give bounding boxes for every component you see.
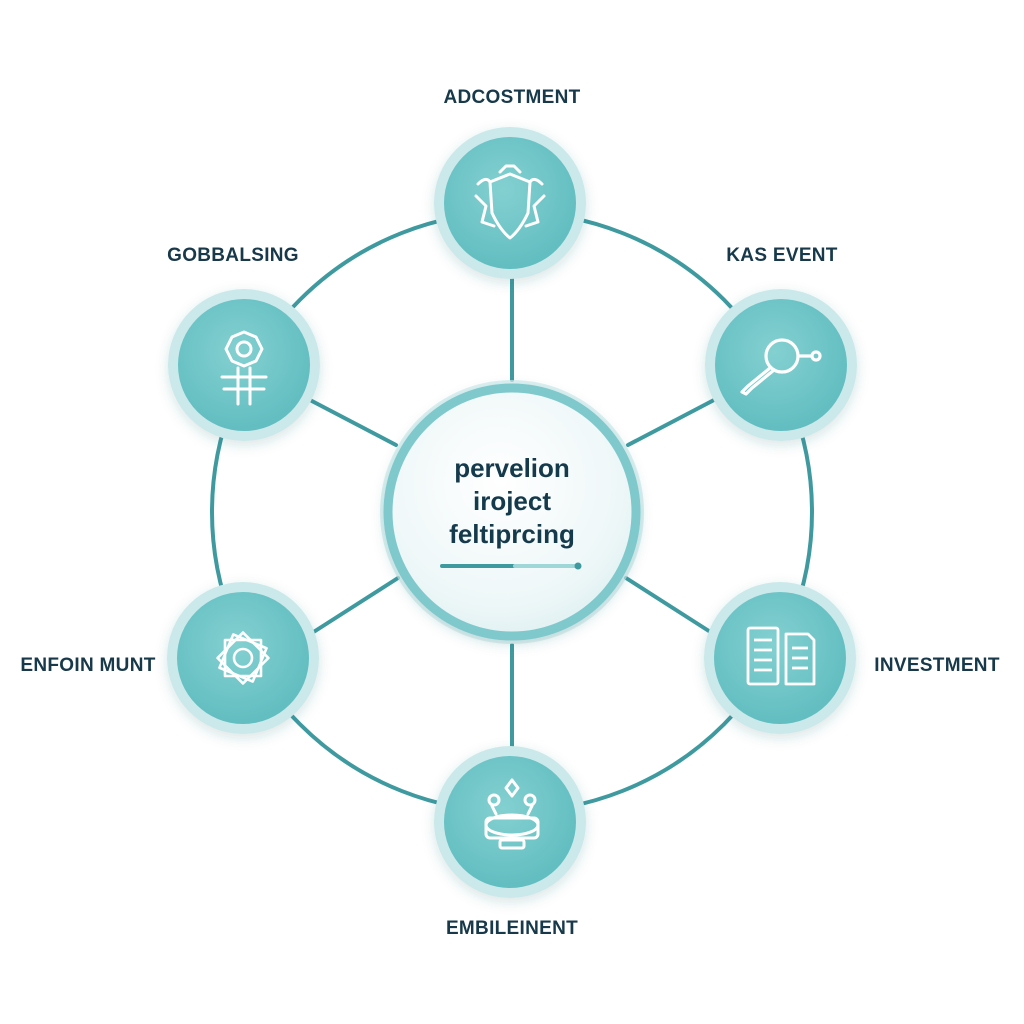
center-hub — [380, 380, 644, 644]
node-upper-right[interactable] — [705, 289, 857, 441]
node-bottom[interactable] — [434, 746, 586, 898]
geometric-star-icon — [216, 631, 270, 685]
node-lower-left[interactable] — [167, 582, 319, 734]
device-icon — [484, 778, 540, 850]
node-label-lower-left: ENFOIN MUNT — [20, 655, 156, 676]
center-title-line-2: iroject — [472, 486, 552, 516]
node-label-lower-right: INVESTMENT — [874, 655, 1000, 676]
node-label-upper-right: KAS EVENT — [726, 245, 838, 266]
node-lower-right[interactable] — [704, 582, 856, 734]
gear-pylon-icon — [220, 330, 268, 406]
node-label-top: ADCOSTMENT — [443, 87, 581, 108]
node-top[interactable] — [434, 127, 586, 279]
spoke-upper-right — [626, 398, 716, 447]
spoke-upper-left — [308, 398, 398, 447]
spoke-lower-right — [624, 576, 714, 635]
node-label-bottom: EMBILEINENT — [445, 918, 579, 939]
center-title-line-3: feltiprcing — [449, 519, 575, 549]
center-title: pervelion iroject feltiprcing — [449, 452, 575, 551]
documents-icon — [746, 626, 816, 686]
node-label-upper-left: GOBBALSING — [167, 245, 299, 266]
spokes — [308, 268, 716, 762]
spoke-lower-left — [310, 576, 400, 635]
magnifier-icon — [740, 338, 822, 396]
center-title-line-1: pervelion — [454, 453, 570, 483]
shield-icon — [474, 164, 546, 240]
node-upper-left[interactable] — [168, 289, 320, 441]
